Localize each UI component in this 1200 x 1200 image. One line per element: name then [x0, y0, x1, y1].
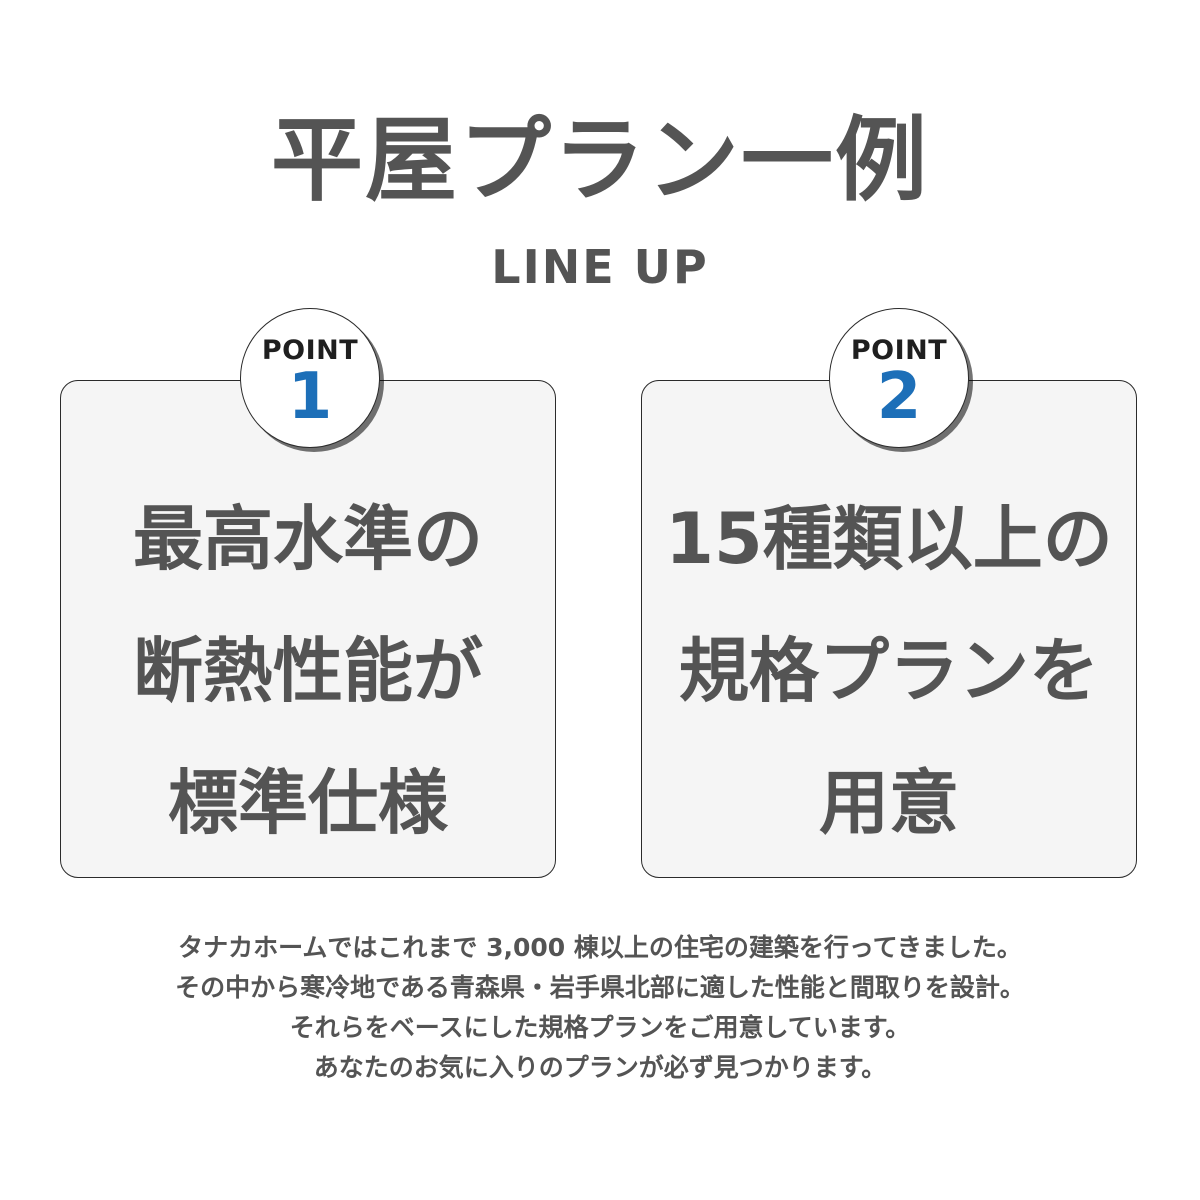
point-1-line-2: 断熱性能が — [133, 630, 483, 712]
point-2-line-3: 用意 — [819, 762, 959, 844]
point-1-badge: POINT 1 — [240, 308, 380, 448]
point-2-card: 15種類以上の 規格プランを 用意 — [641, 380, 1137, 878]
point-2-line-2: 規格プランを — [679, 630, 1099, 712]
point-2-badge-label: POINT — [850, 335, 948, 366]
point-1-card: 最高水準の 断熱性能が 標準仕様 — [60, 380, 556, 878]
point-2-line-1: 15種類以上の — [665, 498, 1113, 580]
page-subtitle: LINE UP — [491, 240, 709, 294]
description-line-3: それらをベースにした規格プランをご用意しています。 — [289, 1013, 911, 1042]
point-1-line-3: 標準仕様 — [168, 762, 448, 844]
point-1-text: 最高水準の 断熱性能が 標準仕様 — [61, 473, 555, 869]
description-line-4: あなたのお気に入りのプランが必ず見つかります。 — [313, 1053, 887, 1082]
description-line-1: タナカホームではこれまで 3,000 棟以上の住宅の建築を行ってきました。 — [178, 933, 1022, 962]
point-1-line-1: 最高水準の — [133, 498, 483, 580]
point-1-badge-number: 1 — [287, 360, 333, 434]
point-2-text: 15種類以上の 規格プランを 用意 — [642, 473, 1136, 869]
point-2-badge-number: 2 — [876, 360, 922, 434]
description: タナカホームではこれまで 3,000 棟以上の住宅の建築を行ってきました。 その… — [0, 928, 1200, 1088]
point-2-badge: POINT 2 — [829, 308, 969, 448]
description-line-2: その中から寒冷地である青森県・岩手県北部に適した性能と間取りを設計。 — [175, 973, 1025, 1002]
page-title: 平屋プラン一例 — [270, 107, 929, 214]
point-1-badge-label: POINT — [261, 335, 359, 366]
